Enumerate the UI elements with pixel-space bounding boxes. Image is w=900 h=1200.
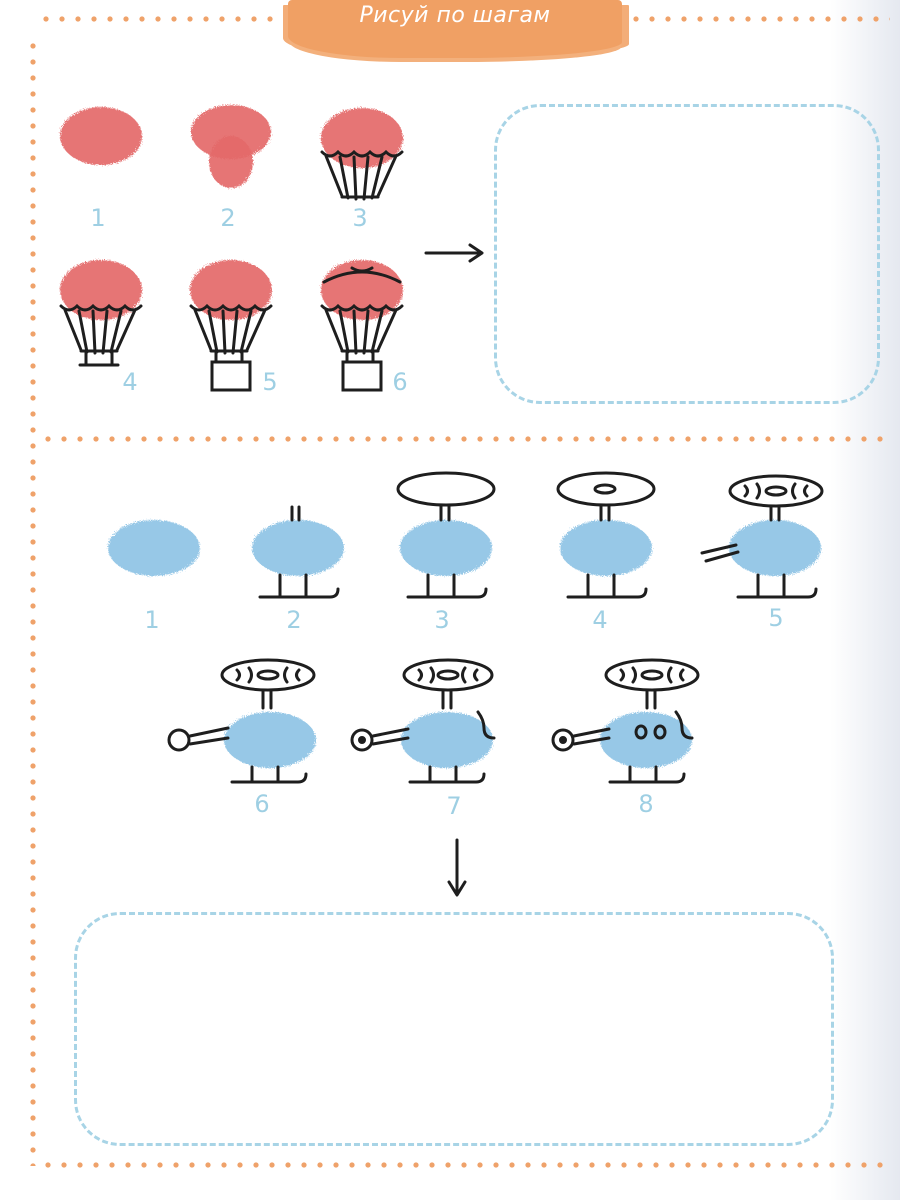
helicopter-step-number: 2 [286, 606, 302, 634]
helicopter-step-1 [108, 520, 200, 576]
helicopter-step-3 [396, 471, 496, 599]
balloon-step-1 [60, 107, 142, 165]
balloon-step-3 [320, 108, 404, 201]
balloon-drawing-area[interactable] [494, 104, 880, 404]
helicopter-step-number: 4 [592, 606, 608, 634]
balloon-step-2 [191, 105, 271, 188]
helicopter-step-number: 6 [254, 790, 270, 818]
helicopter-step-number: 1 [144, 606, 160, 634]
helicopter-step-number: 7 [446, 792, 462, 820]
top-dotted-border-left [38, 16, 288, 22]
title-banner: Рисуй по шагам [288, 0, 622, 58]
balloon-step-number: 1 [90, 204, 106, 232]
helicopter-step-8 [551, 658, 700, 784]
helicopter-step-4 [556, 471, 656, 599]
top-dotted-border-right [628, 16, 890, 22]
balloon-step-6 [320, 260, 404, 392]
helicopter-drawing-area[interactable] [74, 912, 834, 1146]
balloon-step-4 [59, 260, 143, 367]
helicopter-step-2 [252, 505, 344, 599]
page-title: Рисуй по шагам [359, 3, 551, 28]
balloon-step-number: 3 [352, 204, 368, 232]
bottom-dotted-border [40, 1162, 890, 1168]
helicopter-step-7 [350, 658, 496, 784]
balloon-step-5 [189, 260, 273, 392]
section-divider [40, 436, 890, 442]
arrow-down-icon [447, 838, 467, 897]
arrow-right-icon [424, 243, 484, 263]
left-dotted-border [30, 38, 36, 1166]
helicopter-step-5 [700, 474, 824, 599]
page-shadow [830, 0, 900, 1200]
balloon-step-number: 6 [392, 368, 408, 396]
helicopter-step-number: 3 [434, 606, 450, 634]
helicopter-step-number: 5 [768, 604, 784, 632]
balloon-step-number: 5 [262, 368, 278, 396]
helicopter-step-6 [167, 658, 316, 784]
helicopter-step-number: 8 [638, 790, 654, 818]
balloon-step-number: 4 [122, 368, 138, 396]
balloon-step-number: 2 [220, 204, 236, 232]
